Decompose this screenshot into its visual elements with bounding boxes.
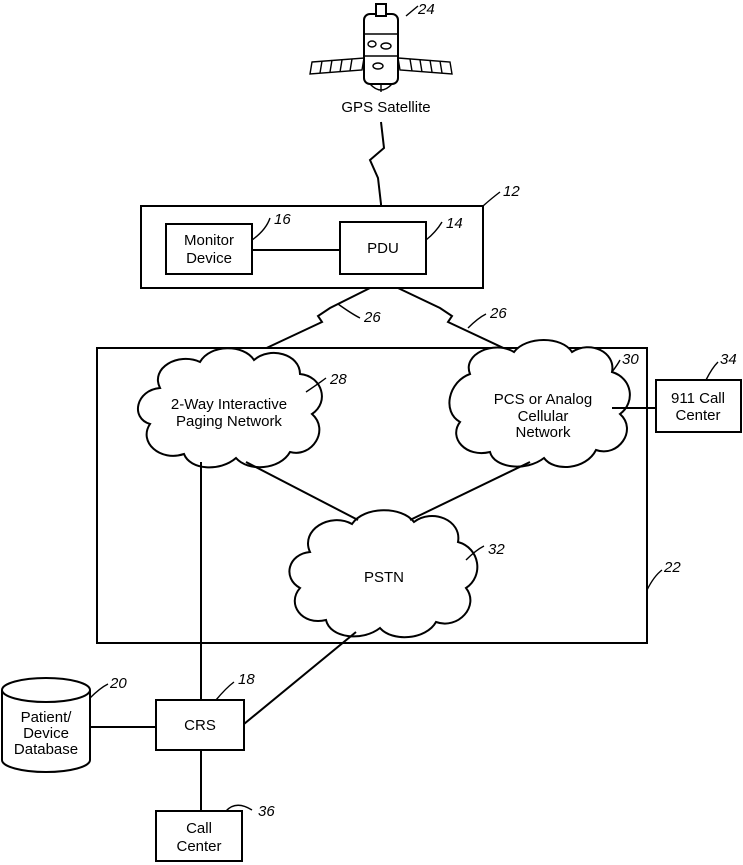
network-box-ref: 22 bbox=[663, 559, 681, 576]
satellite-ref-leader bbox=[406, 6, 418, 16]
database-label-line3: Database bbox=[14, 741, 78, 758]
patient-unit-ref: 12 bbox=[503, 183, 520, 200]
paging-network-label-line1: 2-Way Interactive bbox=[171, 396, 287, 413]
gps-satellite-label: GPS Satellite bbox=[341, 99, 430, 116]
cellular-network-label-line2: Cellular bbox=[518, 408, 569, 425]
database-label-line2: Device bbox=[23, 725, 69, 742]
call-911-label-line1: 911 Call bbox=[671, 390, 725, 407]
pstn-ref: 32 bbox=[488, 541, 505, 558]
wireless-right-ref-leader bbox=[468, 314, 486, 328]
call-center-ref: 36 bbox=[258, 803, 275, 820]
call-911-ref: 34 bbox=[720, 351, 737, 368]
wireless-left-ref-leader bbox=[338, 304, 360, 318]
wireless-right-ref: 26 bbox=[489, 305, 507, 322]
pdu-label: PDU bbox=[367, 240, 399, 257]
database-label-line1: Patient/ bbox=[21, 709, 73, 726]
monitor-device-label-line1: Monitor bbox=[184, 232, 234, 249]
call-911-label-line2: Center bbox=[675, 407, 720, 424]
crs-label: CRS bbox=[184, 717, 216, 734]
cellular-network-ref: 30 bbox=[622, 351, 639, 368]
pdu-ref: 14 bbox=[446, 215, 463, 232]
cellular-network-label-line3: Network bbox=[515, 424, 571, 441]
call-911-ref-leader bbox=[706, 362, 718, 380]
call-center-label-line2: Center bbox=[176, 838, 221, 855]
database-ref: 20 bbox=[109, 675, 127, 692]
network-box-ref-leader bbox=[647, 570, 662, 590]
call-center-label-line1: Call bbox=[186, 820, 212, 837]
crs-ref: 18 bbox=[238, 671, 255, 688]
database-ref-leader bbox=[90, 684, 108, 698]
pstn-crs-link bbox=[244, 632, 356, 724]
paging-network-ref: 28 bbox=[329, 371, 347, 388]
monitor-ref: 16 bbox=[274, 211, 291, 228]
wireless-left-ref: 26 bbox=[363, 309, 381, 326]
crs-ref-leader bbox=[216, 682, 234, 700]
satellite-ref: 24 bbox=[417, 1, 435, 18]
monitor-device-label-line2: Device bbox=[186, 250, 232, 267]
pstn-label: PSTN bbox=[364, 569, 404, 586]
cellular-network-label-line1: PCS or Analog bbox=[494, 391, 592, 408]
paging-network-label-line2: Paging Network bbox=[176, 413, 282, 430]
wireless-link-left bbox=[258, 288, 370, 352]
patient-unit-ref-leader bbox=[483, 192, 500, 206]
